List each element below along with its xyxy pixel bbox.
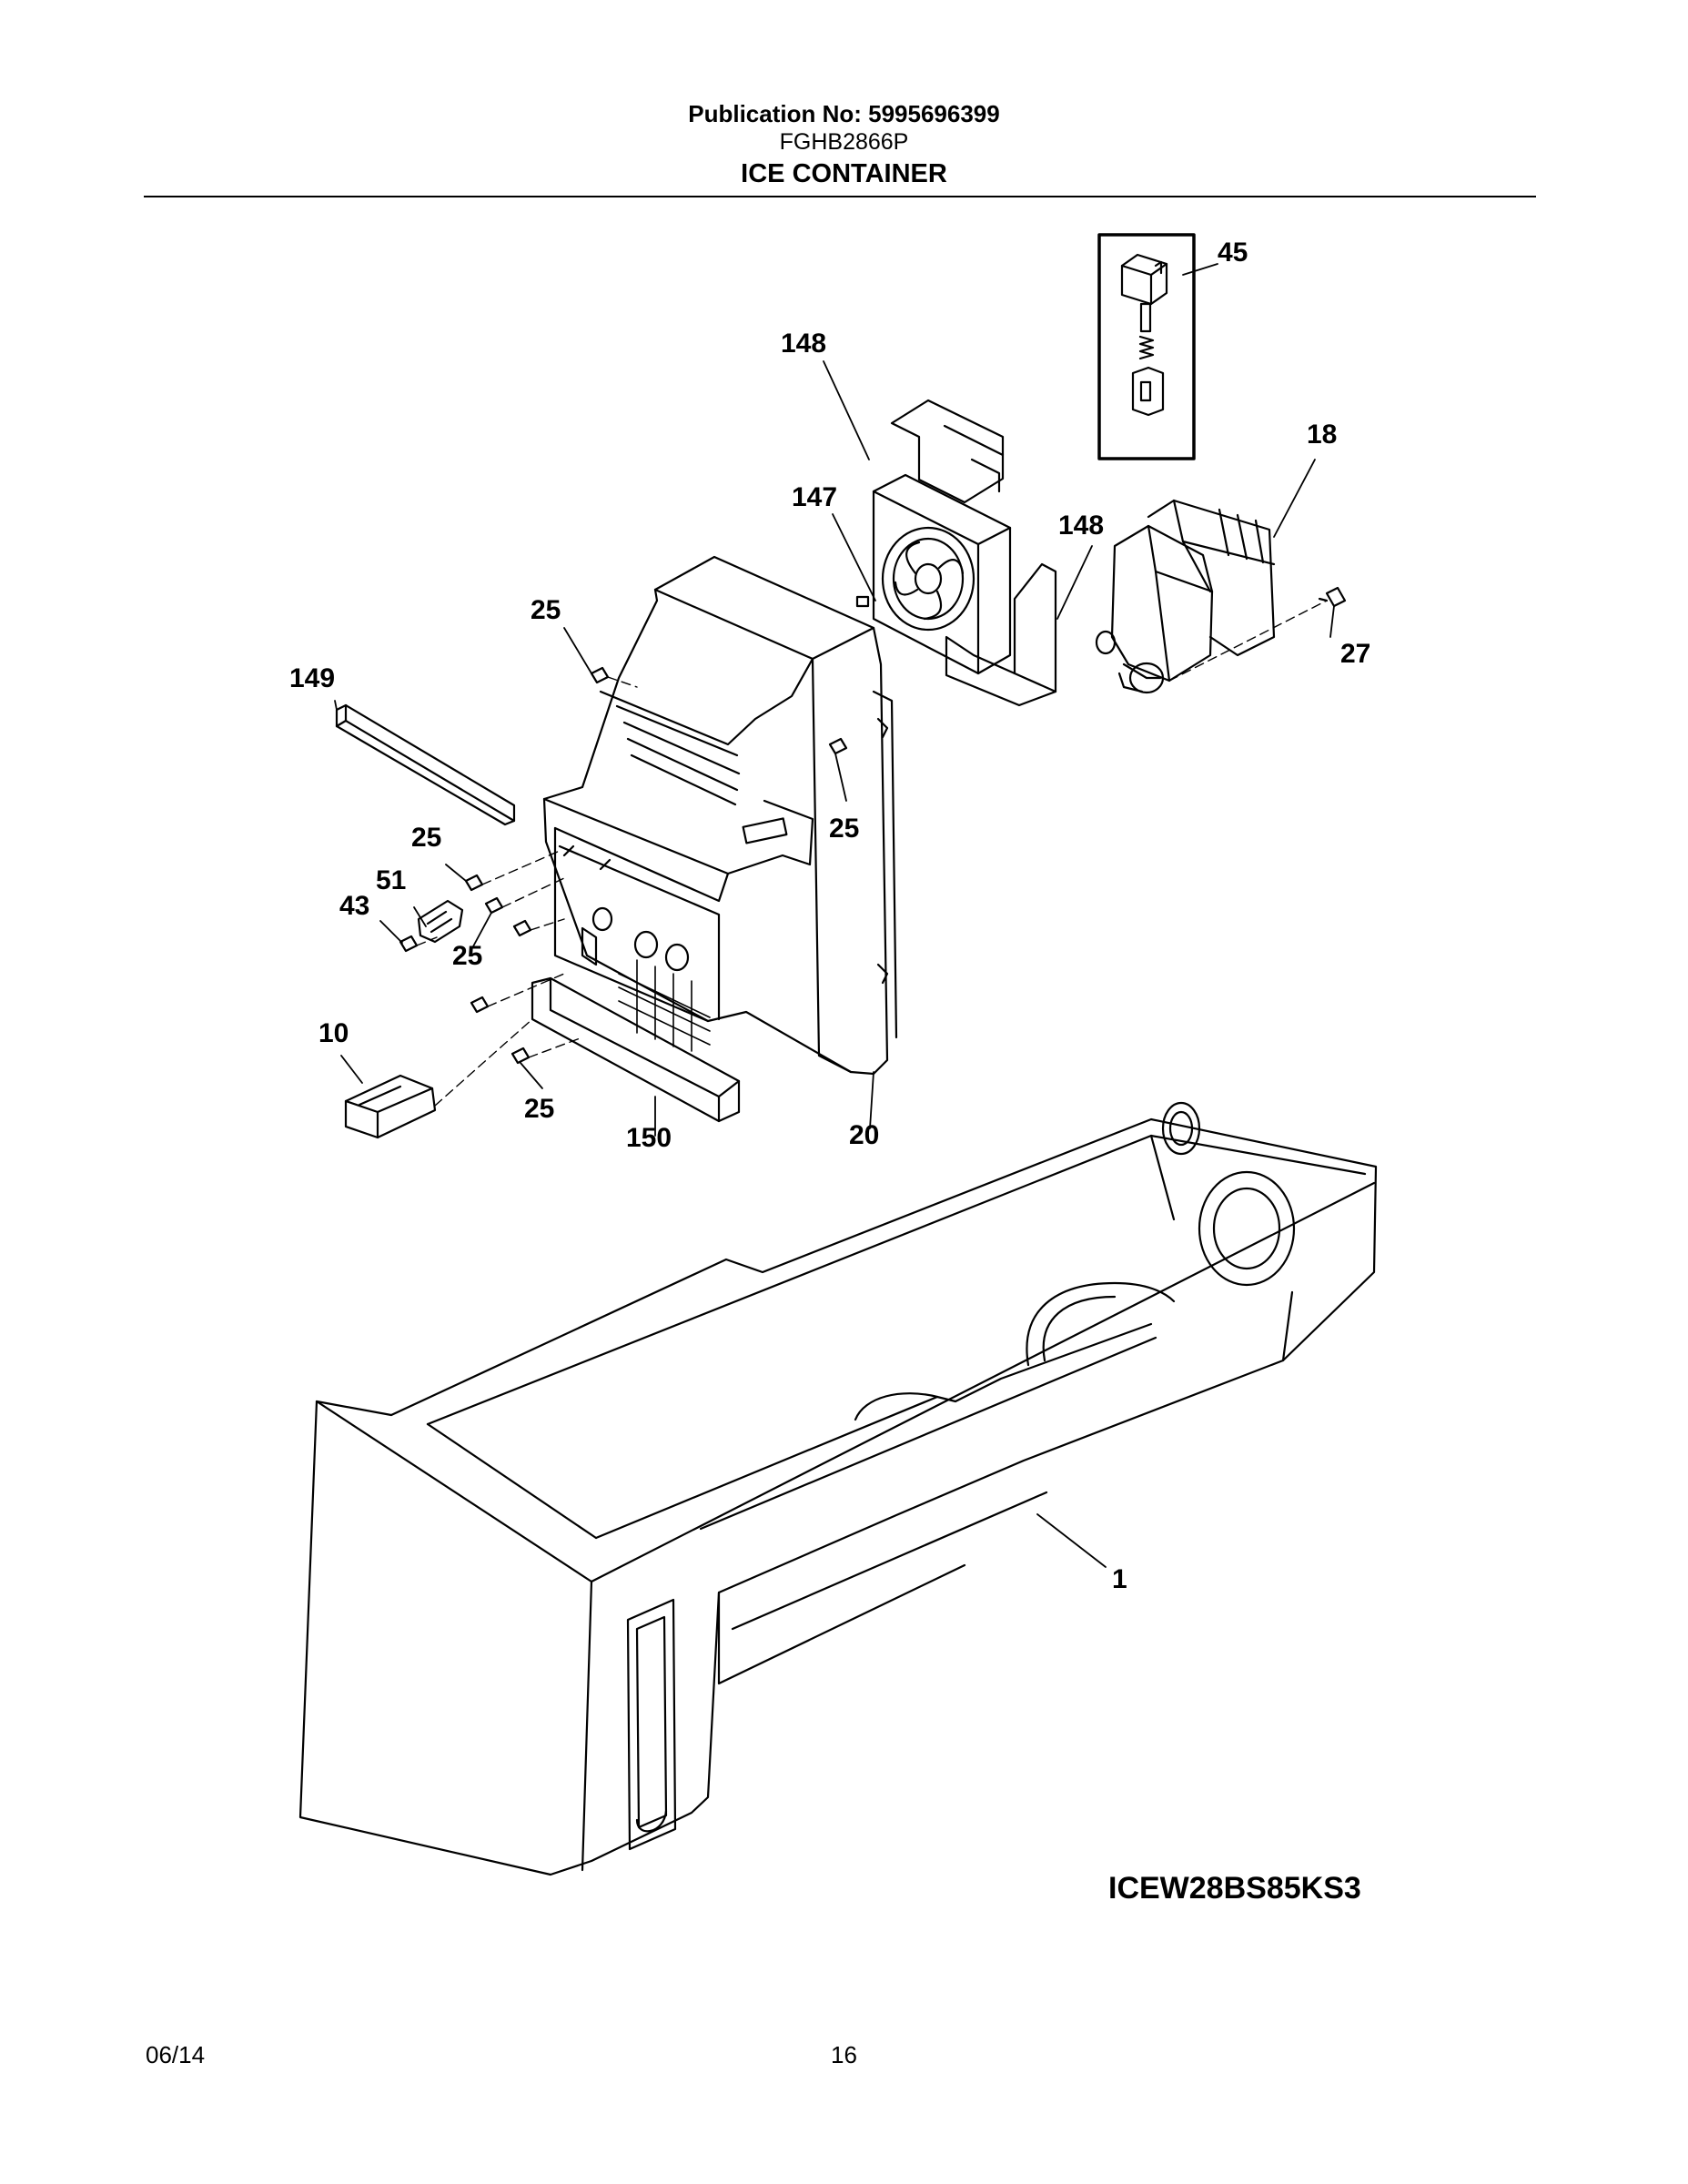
callout-148-lower: 148 xyxy=(1058,511,1104,541)
callout-10: 10 xyxy=(318,1018,349,1048)
callout-150: 150 xyxy=(626,1123,672,1153)
callout-25-mid: 25 xyxy=(452,941,482,971)
fan-shroud-part xyxy=(890,399,1005,504)
leader-25d xyxy=(472,912,492,947)
callout-1: 1 xyxy=(1112,1564,1127,1594)
leader-148b xyxy=(1056,545,1093,620)
callout-27: 27 xyxy=(1340,639,1370,669)
page-title: ICE CONTAINER xyxy=(741,159,947,188)
fan-cover-part xyxy=(945,562,1057,707)
leader-147 xyxy=(832,513,876,602)
leader-1 xyxy=(1036,1513,1107,1568)
callout-25-left: 25 xyxy=(411,823,441,853)
leader-lines xyxy=(334,263,1335,1568)
motor-part xyxy=(1095,499,1276,694)
leader-20 xyxy=(869,1071,874,1129)
header-rule xyxy=(144,196,1536,197)
page-number: 16 xyxy=(831,2041,857,2068)
leader-25c xyxy=(445,864,467,882)
leader-18 xyxy=(1273,459,1316,538)
callout-25-top: 25 xyxy=(531,595,561,625)
leader-25b xyxy=(834,753,847,802)
ice-container-part xyxy=(298,1101,1378,1876)
publication-number: Publication No: 5995696399 xyxy=(688,100,1000,127)
solenoid-part xyxy=(1120,253,1168,417)
chute-housing-part xyxy=(542,555,898,1076)
callout-18: 18 xyxy=(1307,420,1337,450)
callout-148-upper: 148 xyxy=(781,329,826,359)
inset-box-solenoid xyxy=(1097,233,1196,460)
seal-strip-149 xyxy=(335,703,516,826)
callout-43: 43 xyxy=(339,891,369,921)
callout-149: 149 xyxy=(289,663,335,693)
model-number: FGHB2866P xyxy=(779,129,909,155)
cap-10 xyxy=(344,1074,437,1139)
callout-147: 147 xyxy=(792,482,837,512)
fan-part xyxy=(855,473,1012,675)
bracket-51 xyxy=(417,899,464,944)
footer-date: 06/14 xyxy=(146,2041,206,2068)
drawing-code: ICEW28BS85KS3 xyxy=(1108,1871,1361,1906)
callout-45: 45 xyxy=(1218,238,1248,268)
leader-43 xyxy=(379,920,403,944)
leader-10 xyxy=(340,1055,363,1084)
leader-149 xyxy=(334,700,338,711)
callout-51: 51 xyxy=(376,865,406,895)
callout-25-right: 25 xyxy=(829,814,859,844)
callout-20: 20 xyxy=(849,1120,879,1150)
leader-27 xyxy=(1329,605,1335,638)
screw-27 xyxy=(1318,586,1347,608)
callout-labels: 45 148 18 147 148 25 27 149 25 25 51 43 … xyxy=(289,238,1370,1594)
vent-grid xyxy=(618,959,711,1052)
leader-51 xyxy=(413,906,427,927)
leader-148a xyxy=(823,360,870,460)
leader-45 xyxy=(1182,263,1218,276)
callout-25-bottom: 25 xyxy=(524,1094,554,1124)
leader-25e xyxy=(520,1062,543,1089)
assembly-lines xyxy=(416,600,1328,1107)
leader-25a xyxy=(563,627,592,674)
seal-bottom-150 xyxy=(531,976,741,1123)
